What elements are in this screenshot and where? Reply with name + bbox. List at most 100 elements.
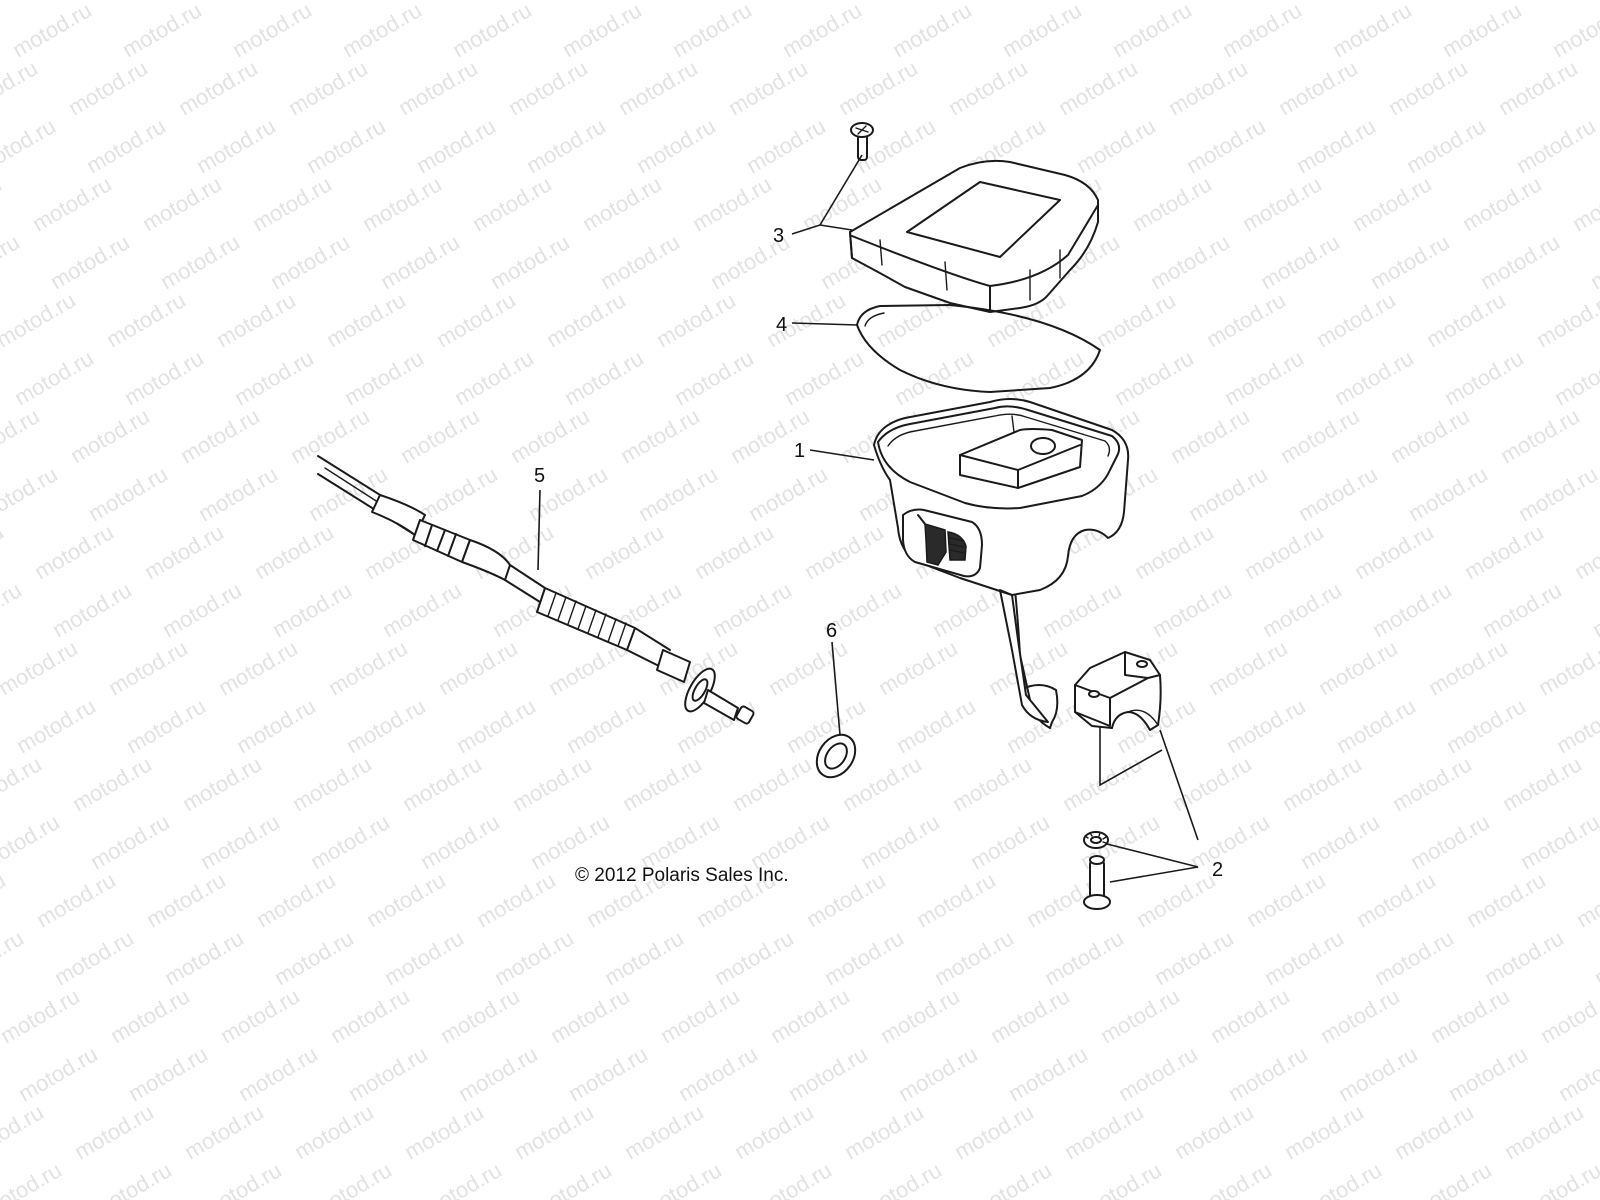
clamp xyxy=(1074,651,1162,731)
watermark-text: motod.ru xyxy=(1130,519,1218,584)
watermark-text: motod.ru xyxy=(248,171,336,236)
watermark-text: motod.ru xyxy=(0,0,78,4)
watermark-text: motod.ru xyxy=(400,1099,488,1164)
watermark-text: motod.ru xyxy=(50,925,138,990)
watermark-text: motod.ru xyxy=(490,925,578,990)
watermark-text: motod.ru xyxy=(84,461,172,526)
watermark-text: motod.ru xyxy=(0,403,44,468)
watermark-text: motod.ru xyxy=(1460,519,1548,584)
watermark-text: motod.ru xyxy=(340,345,428,410)
watermark-text: motod.ru xyxy=(1170,1099,1258,1164)
watermark-text: motod.ru xyxy=(510,1099,598,1164)
watermark-text: motod.ru xyxy=(344,1041,432,1106)
watermark-text: motod.ru xyxy=(1590,925,1600,990)
watermark-text: motod.ru xyxy=(778,0,866,62)
callout-5: 5 xyxy=(534,465,545,487)
watermark-text: motod.ru xyxy=(1312,287,1400,352)
clamp-washer xyxy=(1083,831,1109,849)
watermark-text: motod.ru xyxy=(284,55,372,120)
watermark-text: motod.ru xyxy=(856,809,944,874)
watermark-text: motod.ru xyxy=(1422,287,1510,352)
watermark-text: motod.ru xyxy=(820,925,908,990)
watermark-text: motod.ru xyxy=(760,0,848,4)
watermark-text: motod.ru xyxy=(468,171,556,236)
watermark-text: motod.ru xyxy=(1478,577,1566,642)
watermark-text: motod.ru xyxy=(156,229,244,294)
watermark-text: motod.ru xyxy=(688,171,776,236)
watermark-text: motod.ru xyxy=(944,55,1032,120)
watermark-text: motod.ru xyxy=(930,925,1018,990)
watermark-text: motod.ru xyxy=(194,461,282,526)
watermark-text: motod.ru xyxy=(430,0,518,4)
watermark-text: motod.ru xyxy=(1512,113,1600,178)
watermark-text: motod.ru xyxy=(1552,693,1600,758)
watermark-text: motod.ru xyxy=(102,287,190,352)
watermark-text: motod.ru xyxy=(1188,1157,1276,1200)
watermark-text: motod.ru xyxy=(290,1099,378,1164)
watermark-text: motod.ru xyxy=(414,461,502,526)
watermark-text: motod.ru xyxy=(744,461,832,526)
watermark-text: motod.ru xyxy=(1330,345,1418,410)
watermark-text: motod.ru xyxy=(870,0,958,4)
watermark-text: motod.ru xyxy=(1060,1099,1148,1164)
watermark-text: motod.ru xyxy=(764,635,852,700)
watermark-text: motod.ru xyxy=(0,171,6,236)
watermark-text: motod.ru xyxy=(656,983,744,1048)
watermark-text: motod.ru xyxy=(140,519,228,584)
watermark-text: motod.ru xyxy=(620,1099,708,1164)
watermark-text: motod.ru xyxy=(1280,1099,1368,1164)
watermark-text: motod.ru xyxy=(634,461,722,526)
watermark-text: motod.ru xyxy=(1166,403,1254,468)
watermark-text: motod.ru xyxy=(432,287,520,352)
watermark-text: motod.ru xyxy=(522,113,610,178)
watermark-text: motod.ru xyxy=(1554,1041,1600,1106)
watermark-text: motod.ru xyxy=(0,867,10,932)
watermark-text: motod.ru xyxy=(1092,287,1180,352)
watermark-text: motod.ru xyxy=(892,693,980,758)
watermark-text: motod.ru xyxy=(306,809,394,874)
clamp-assembly xyxy=(1074,651,1162,910)
watermark-text: motod.ru xyxy=(1258,577,1346,642)
watermark-text: motod.ru xyxy=(1480,925,1568,990)
watermark-text: motod.ru xyxy=(1222,693,1310,758)
watermark-text: motod.ru xyxy=(540,0,628,4)
watermark-text: motod.ru xyxy=(174,55,262,120)
watermark-text: motod.ru xyxy=(178,751,266,816)
watermark-text: motod.ru xyxy=(1004,1041,1092,1106)
watermark-text: motod.ru xyxy=(894,1041,982,1106)
watermark-text: motod.ru xyxy=(104,635,192,700)
watermark-text: motod.ru xyxy=(1570,519,1600,584)
watermark-text: motod.ru xyxy=(0,113,60,178)
watermark-text: motod.ru xyxy=(596,229,684,294)
watermark-text: motod.ru xyxy=(650,0,738,4)
watermark-text: motod.ru xyxy=(1292,113,1380,178)
watermark-text: motod.ru xyxy=(398,751,486,816)
watermark-text: motod.ru xyxy=(362,867,450,932)
watermark-text: motod.ru xyxy=(1314,635,1402,700)
watermark-text: motod.ru xyxy=(232,693,320,758)
watermark-text: motod.ru xyxy=(48,577,136,642)
clamp-bolt xyxy=(1083,855,1111,910)
watermark-text: motod.ru xyxy=(876,983,964,1048)
watermark-text: motod.ru xyxy=(668,0,756,62)
watermark-text: motod.ru xyxy=(394,55,482,120)
cover xyxy=(849,159,1099,313)
watermark-text: motod.ru xyxy=(0,983,84,1048)
watermark-text: motod.ru xyxy=(748,1157,836,1200)
housing-assembly xyxy=(873,398,1130,729)
watermark-text: motod.ru xyxy=(1496,403,1584,468)
watermark-text: motod.ru xyxy=(88,1157,176,1200)
watermark-text: motod.ru xyxy=(1440,345,1528,410)
callout-2: 2 xyxy=(1212,859,1223,881)
watermark-text: motod.ru xyxy=(858,1157,946,1200)
throttle-cable xyxy=(317,455,755,725)
watermark-text: motod.ru xyxy=(12,693,100,758)
watermark-text: motod.ru xyxy=(0,519,8,584)
watermark-text: motod.ru xyxy=(690,519,778,584)
watermark-text: motod.ru xyxy=(0,751,46,816)
watermark-text: motod.ru xyxy=(412,113,500,178)
watermark-text: motod.ru xyxy=(1352,867,1440,932)
watermark-text: motod.ru xyxy=(888,0,976,62)
watermark-text: motod.ru xyxy=(1204,635,1292,700)
